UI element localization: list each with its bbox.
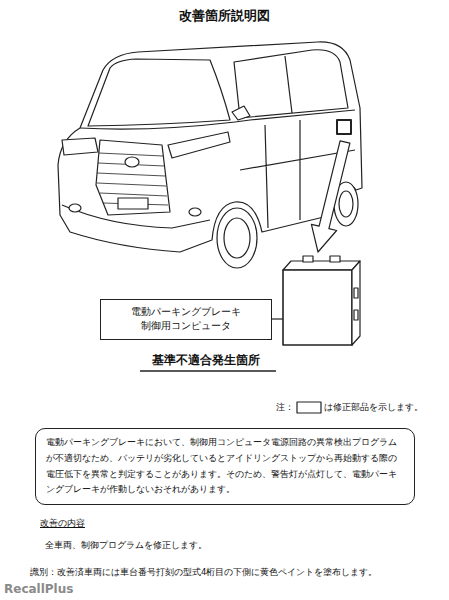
- leader-line: [272, 318, 283, 319]
- fog-light: [69, 204, 81, 212]
- box-text: 電動パーキングブレーキにおいて、制御用コンピュータ電源回路の異常検出プログラムが…: [46, 435, 404, 498]
- legend-square: [297, 402, 321, 413]
- front-wheel: [224, 218, 250, 258]
- part-label-box: 電動パーキングブレーキ 制御用コンピュータ: [100, 299, 272, 340]
- part-tab: [330, 256, 340, 262]
- pointer-arrow: [311, 141, 350, 252]
- rear-wheel: [339, 191, 353, 217]
- windshield: [88, 59, 230, 126]
- part-top: [283, 261, 360, 270]
- identification-text: 識別：改善済車両には車台番号打刻の型式4桁目の下側に黄色ペイントを塗布します。: [30, 567, 445, 577]
- fog-light: [189, 208, 201, 216]
- car-body: [58, 42, 362, 252]
- diagram-title: 改善箇所説明図: [0, 8, 449, 24]
- part-connector: [354, 310, 358, 320]
- part-location-marker: [337, 120, 351, 134]
- location-label: 基準不適合発生箇所: [152, 353, 260, 367]
- part-tab: [303, 256, 313, 262]
- part-connector: [354, 288, 358, 298]
- emblem: [125, 157, 139, 167]
- front-tire: [217, 208, 257, 268]
- license-plate: [118, 198, 148, 209]
- underline: [140, 370, 276, 372]
- part-side: [352, 261, 360, 345]
- mirror: [232, 106, 250, 120]
- part-front: [283, 270, 352, 345]
- pillar: [285, 56, 292, 113]
- grille-bars: [97, 153, 168, 205]
- description-box: 電動パーキングブレーキにおいて、制御用コンピュータ電源回路の異常検出プログラムが…: [35, 428, 415, 505]
- grille: [96, 140, 170, 215]
- box-text: 電動パーキングブレーキ 制御用コンピュータ: [107, 305, 265, 334]
- watermark: RecallPlus: [4, 582, 73, 596]
- headlight: [62, 138, 98, 155]
- remedy-text: 全車両、制御プログラムを修正します。: [45, 540, 207, 551]
- bumper-line: [62, 205, 210, 228]
- hood-line: [80, 110, 355, 129]
- headlight: [168, 132, 230, 158]
- side-window: [234, 50, 348, 118]
- section-heading: 改善の内容: [40, 518, 85, 529]
- note-prefix: 注：: [276, 402, 294, 413]
- note-text: は修正部品を示します。: [324, 402, 423, 413]
